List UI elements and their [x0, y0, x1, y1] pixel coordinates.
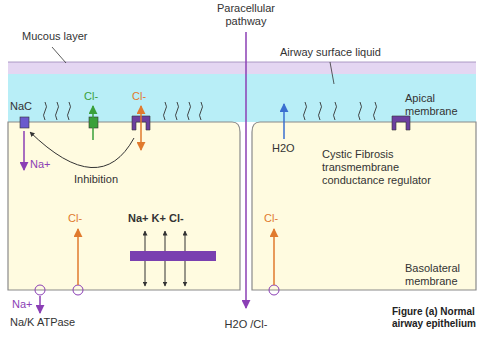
ion-label: Na+: [30, 158, 54, 171]
cotransporter-bar: [130, 251, 216, 261]
sodium-arrow: [39, 296, 41, 313]
pump-label: Na/K ATPase: [10, 316, 100, 329]
leader-line: [52, 47, 66, 63]
water-arrow: [283, 104, 285, 139]
ion-label: Na+ K+ Cl-: [128, 212, 208, 225]
cell-left: [8, 122, 240, 290]
flow-label: H2O /Cl-: [206, 318, 286, 331]
ion-label: Cl-: [264, 212, 286, 225]
channel-label: NaC: [10, 100, 40, 113]
protein-label: Cystic Fibrosis transmembrane conductanc…: [322, 148, 440, 187]
mucous-band: [8, 62, 476, 74]
ion-label: Na+: [12, 298, 36, 311]
ion-label: Cl-: [84, 90, 106, 103]
layer-label: Mucous layer: [22, 30, 112, 43]
chloride-arrow: [140, 106, 142, 150]
transporter-symbol: [269, 285, 279, 295]
leader-line: [330, 62, 334, 84]
chloride-arrow: [77, 229, 79, 285]
membrane-label: Basolateral membrane: [405, 262, 471, 288]
membrane-label: Apical membrane: [405, 92, 471, 118]
chloride-arrow: [273, 229, 275, 285]
atpase-symbol: [35, 285, 45, 295]
transporter-symbol: [73, 285, 83, 295]
process-label: Inhibition: [74, 173, 134, 186]
ion-label: Cl-: [132, 90, 154, 103]
water-label: H2O: [272, 142, 302, 155]
layer-label: Airway surface liquid: [280, 46, 410, 59]
ion-label: Cl-: [68, 212, 90, 225]
cftr-channel: [392, 116, 410, 130]
cell-right: [252, 122, 476, 290]
paracellular-arrow: [245, 32, 247, 308]
enac-channel: [20, 117, 29, 128]
chloride-arrow: [92, 106, 94, 140]
pathway-label: Paracellular pathway: [196, 2, 296, 28]
sodium-arrow: [23, 131, 25, 170]
figure-caption: Figure (a) Normal airway epithelium: [392, 306, 480, 330]
surface-liquid: [8, 74, 476, 122]
mucous-edge: [8, 62, 476, 63]
